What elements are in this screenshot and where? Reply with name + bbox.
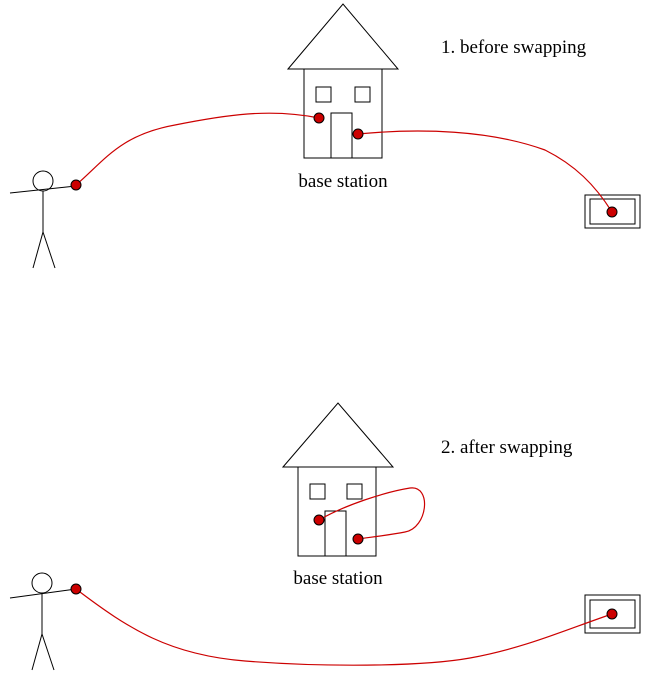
house-endpoint-b (352, 533, 364, 545)
person-endpoint (70, 583, 82, 595)
panel-caption: 2. after swapping (441, 437, 573, 458)
house-endpoint-a (313, 112, 325, 124)
link-person-to-house (75, 112, 320, 186)
link-person-to-device (75, 588, 613, 666)
link-house-to-device (357, 130, 613, 213)
device-icon (584, 594, 641, 634)
house-icon (286, 3, 400, 159)
house-label: base station (298, 171, 388, 192)
person-endpoint (70, 179, 82, 191)
device-endpoint (606, 608, 618, 620)
house-endpoint-b (352, 128, 364, 140)
house-label: base station (293, 568, 383, 589)
device-icon (584, 194, 641, 229)
panel-after: 2. after swapping base station (9, 402, 641, 671)
panel-caption: 1. before swapping (441, 37, 587, 58)
device-endpoint (606, 206, 618, 218)
link-house-loop (318, 487, 425, 540)
house-endpoint-a (313, 514, 325, 526)
panel-before: 1. before swapping base station (9, 3, 641, 269)
person-icon (9, 170, 77, 269)
person-icon (9, 572, 77, 671)
house-icon (281, 402, 395, 557)
